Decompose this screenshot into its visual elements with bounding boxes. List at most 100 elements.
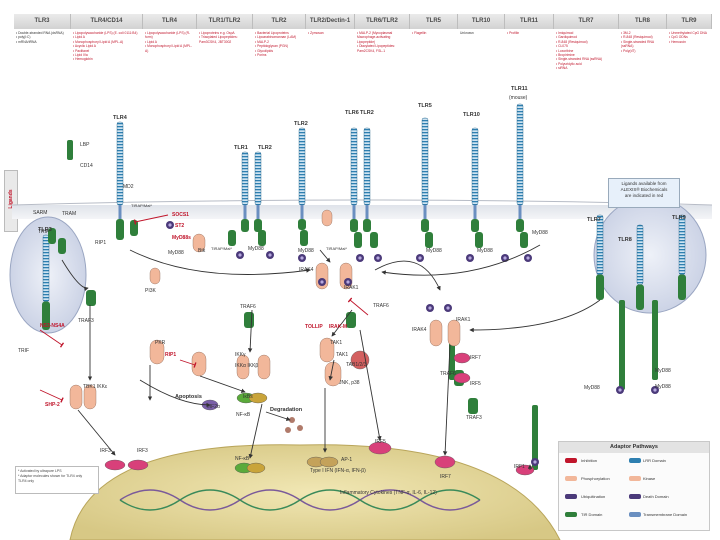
legend-item-ubiquitination: Ubiquitination xyxy=(581,494,605,499)
traf3-label: TRAF3 xyxy=(78,318,94,324)
lbp-label: LBP xyxy=(80,142,90,148)
myd88-h-label: MyD88 xyxy=(655,368,671,374)
irf3-b-label: IRF3 xyxy=(137,448,148,454)
column-header-tlr8: TLR8 xyxy=(619,14,667,29)
footnote-box: * Activated by ultrapure LPS * Adaptor m… xyxy=(15,466,99,494)
myd88s-label: MyD88s xyxy=(172,235,191,241)
death-domain-2 xyxy=(266,251,274,259)
irf3-shape-b xyxy=(127,459,149,471)
inhibition-i3 xyxy=(347,297,369,316)
ifn-label: Type I IFN (IFN-α, IFN-β) xyxy=(310,468,366,474)
traf3b-label: TRAF3 xyxy=(466,415,482,421)
legend-item-tir-domain: TIR Domain xyxy=(581,512,602,517)
traf6-b-label: TRAF6 xyxy=(373,303,389,309)
column-header-tlr1-tlr2: TLR1/TLR2 xyxy=(197,14,253,29)
ligand-item: • poly(I:C) xyxy=(16,35,31,40)
myd88-signal-curve xyxy=(381,244,541,276)
death-domain-11 xyxy=(344,278,352,286)
nfkb-label: NF-κB xyxy=(236,412,251,418)
info-line-2: ALEXIS® Biochemicals xyxy=(620,187,668,192)
irf7b-label: IRF7 xyxy=(470,355,481,361)
ikk-ab-shape xyxy=(257,354,271,380)
ligand-item: • CpG ODNs xyxy=(669,35,688,40)
tbk1-shape xyxy=(69,384,83,410)
traf6-c-label: TRAF6 xyxy=(440,371,456,377)
death-domain-15 xyxy=(651,386,659,394)
nfkb-nuclear-b xyxy=(246,462,266,474)
ligand-list-tlr2: • Bacterial Lipoproteins• Lipoarabinoman… xyxy=(253,31,306,57)
ligand-item: • Lipid A xyxy=(73,35,85,40)
ligand-item: • Triacylated Lipopeptides: Pam3CSK4, JB… xyxy=(199,35,238,44)
ligand-item: • Polyuridylic acid xyxy=(556,61,582,66)
ikb-label: IκBs xyxy=(243,394,253,400)
irf7-label: IRF7 xyxy=(440,474,451,480)
death-domain-10 xyxy=(318,278,326,286)
ligand-item: • Monophosphoryl Lipid A (MPL-A) xyxy=(145,44,192,53)
irak4b-shape xyxy=(429,319,443,347)
irf7-shape xyxy=(434,455,456,469)
arrow-a3 xyxy=(77,409,116,456)
arrow-a5 xyxy=(199,375,246,393)
arrow-a8 xyxy=(328,359,335,381)
ligand-list-tlr5: • Flagellin xyxy=(410,31,458,35)
ligand-item: • Lipid A xyxy=(145,39,157,44)
traf6-shape-a xyxy=(244,312,254,328)
column-header-tlr2-dectin-1: TLR2/Dectin-1 xyxy=(306,14,355,29)
legend-label: Ubiquitination xyxy=(581,494,606,499)
arrow-a15 xyxy=(139,379,211,408)
ligand-item: Unknown xyxy=(460,31,474,35)
tlr-stalk-c xyxy=(652,300,658,380)
tlr3-receptor xyxy=(42,234,50,330)
ligand-item: • Loxoribine xyxy=(556,48,574,53)
myd88-a-label: MyD88 xyxy=(168,250,184,256)
trif-signal-curve xyxy=(129,249,311,275)
tak1-shape xyxy=(319,337,335,363)
tlr6-receptor xyxy=(350,127,358,232)
legend-label: TIR Domain xyxy=(581,512,603,517)
myd88-e-label: MyD88 xyxy=(477,248,493,254)
ligand-list-tlr4: • Lipopolysaccharide (LPS) (R-form)• Lip… xyxy=(143,31,197,53)
myd88-f-label: MyD88 xyxy=(532,230,548,236)
irf7b-shape xyxy=(453,352,471,364)
death-domain-4 xyxy=(356,254,364,262)
tlr3-label: TLR3 xyxy=(38,227,52,233)
tlr6-label: TLR6 xyxy=(345,110,359,116)
tbk1-label: TBK1 IKKε xyxy=(83,384,108,390)
arrow-a16 xyxy=(319,249,331,263)
legend-swatch xyxy=(565,458,577,463)
tlr5-label: TLR5 xyxy=(418,103,432,109)
myd88-blob-a xyxy=(321,209,333,227)
elf2a-label: eIF2α xyxy=(207,404,220,410)
pi3k-shape xyxy=(149,267,161,285)
ligand-item: • Lipid IVa xyxy=(73,53,88,58)
legend-swatch xyxy=(629,512,641,517)
tlr2-receptor-c xyxy=(363,127,371,232)
ligand-item: • Acyclic Lipid A xyxy=(73,44,96,49)
ligand-list-tlr4-cd14: • Lipopolysaccharide (LPS) (E. coli 0111… xyxy=(71,31,143,62)
ligand-list-tlr9: • Unmethylated CpG DNA• CpG ODNs• Hemozo… xyxy=(667,31,712,44)
tram-label: TRAM xyxy=(62,211,77,217)
death-domain-5 xyxy=(374,254,382,262)
tollip-label: TOLLIP xyxy=(305,324,323,330)
death-domain-13 xyxy=(444,304,452,312)
column-header-tlr9: TLR9 xyxy=(667,14,712,29)
ligand-item: • Monophosphoryl Lipid A (MPL-A) xyxy=(73,39,124,44)
death-domain-12 xyxy=(426,304,434,312)
tlr2-receptor-a xyxy=(254,151,262,232)
legend-label: Inhibition xyxy=(581,458,598,463)
tlr7-label: TLR7 xyxy=(587,217,601,223)
ligand-item: • Lipoproteins e.g. OspA xyxy=(199,31,235,35)
ligand-item: • R-848 (Resiquimod) xyxy=(556,39,588,44)
apoptosis-label: Apoptosis xyxy=(175,394,202,400)
traf6-a-label: TRAF6 xyxy=(240,304,256,310)
legend-swatch xyxy=(565,512,577,517)
md2-label: MD2 xyxy=(123,184,134,190)
ligand-item: • Bropirimine xyxy=(556,53,575,58)
tlr8-receptor xyxy=(636,224,644,310)
btk-label: Btk xyxy=(198,248,206,254)
legend-swatch xyxy=(565,476,577,481)
btk-shape xyxy=(192,233,206,253)
legend-item-death-domain: Death Domain xyxy=(643,494,669,499)
tlr7-receptor xyxy=(596,214,604,300)
ligand-item: • CL075 xyxy=(556,44,568,49)
